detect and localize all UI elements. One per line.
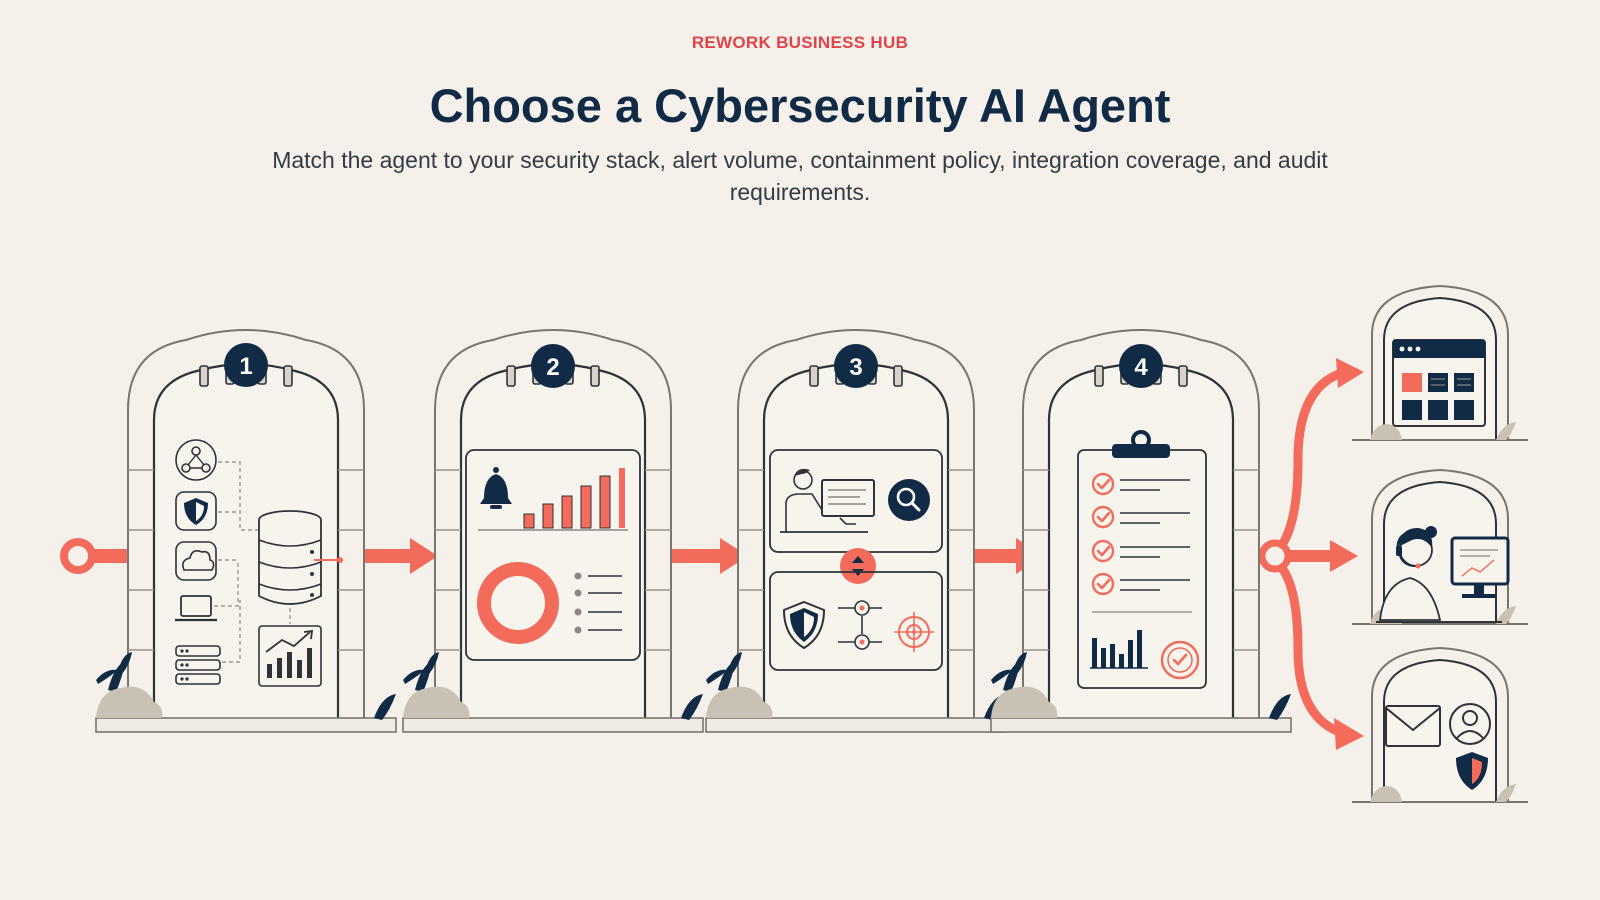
user-icon bbox=[1449, 703, 1491, 745]
step-1-number: 1 bbox=[239, 353, 252, 380]
donut-chart-icon bbox=[477, 562, 559, 644]
outcome-3-gate bbox=[1351, 647, 1529, 803]
target-icon bbox=[894, 612, 934, 652]
database-icon bbox=[258, 510, 322, 605]
clipboard-clip-icon bbox=[1112, 430, 1170, 458]
alert-volume-icons bbox=[465, 449, 641, 661]
cloud-icon bbox=[175, 541, 217, 581]
step-1-gate: 1 bbox=[94, 328, 398, 734]
step-4-badge bbox=[1119, 344, 1163, 388]
outcome-1-gate bbox=[1351, 285, 1529, 441]
audit-checklist-icons bbox=[1077, 430, 1207, 689]
security-stack-icons bbox=[175, 439, 343, 687]
approved-seal-icon bbox=[1160, 640, 1200, 680]
step-4-number: 4 bbox=[1134, 354, 1148, 381]
step-2-gate: 2 bbox=[401, 328, 705, 734]
step-2-badge bbox=[531, 344, 575, 388]
workflow-nodes-icon bbox=[838, 600, 882, 650]
step-2-number: 2 bbox=[546, 354, 559, 381]
laptop-icon bbox=[175, 595, 217, 622]
page-title: Choose a Cybersecurity AI Agent bbox=[429, 79, 1171, 132]
analyst-headset-icon bbox=[1376, 526, 1510, 623]
step-3-number: 3 bbox=[849, 354, 862, 381]
page-subtitle: Match the agent to your security stack, … bbox=[272, 147, 1328, 205]
legend-list-icon bbox=[574, 572, 622, 634]
outcome-2-gate bbox=[1351, 469, 1529, 625]
shield-icon bbox=[782, 600, 826, 650]
step-4-gate: 4 bbox=[989, 328, 1293, 734]
alert-volume-bars bbox=[523, 468, 625, 529]
containment-icons bbox=[769, 449, 943, 671]
trend-chart-icon bbox=[258, 625, 322, 687]
magnifier-icon bbox=[888, 479, 930, 521]
brand-eyebrow: REWORK BUSINESS HUB bbox=[691, 33, 909, 52]
escalate-toggle-icon bbox=[840, 548, 876, 584]
shield-icon bbox=[175, 491, 217, 531]
envelope-icon bbox=[1385, 705, 1441, 747]
shield-icon bbox=[1456, 752, 1488, 790]
bell-icon bbox=[480, 467, 512, 509]
analyst-at-computer-icon bbox=[780, 468, 875, 533]
email-user-shield-icon bbox=[1385, 703, 1491, 790]
bar-chart-icon bbox=[1090, 630, 1148, 669]
step-3-gate: 3 bbox=[704, 328, 1008, 734]
checklist-items bbox=[1091, 472, 1190, 596]
step-3-badge bbox=[834, 344, 878, 388]
step-1-badge bbox=[224, 343, 268, 387]
dashboard-icon bbox=[1392, 339, 1486, 427]
network-icon bbox=[175, 439, 217, 481]
server-rack-icon bbox=[175, 645, 221, 685]
